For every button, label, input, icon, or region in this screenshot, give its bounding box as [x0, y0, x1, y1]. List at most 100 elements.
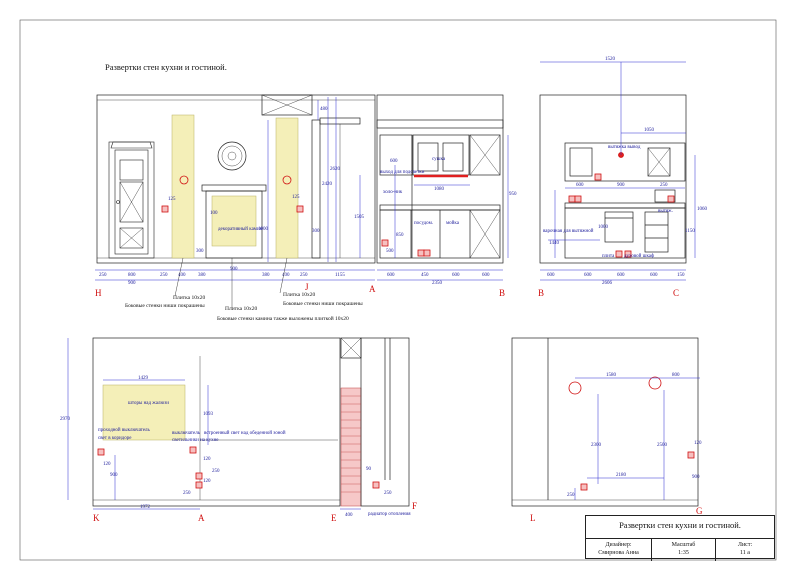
dim-hj-8: 250 — [300, 273, 308, 278]
sheet-label: Лист: — [737, 542, 753, 548]
ceiling-box — [261, 94, 313, 116]
dim-hj-v4: 1505 — [354, 215, 365, 220]
label-lights: выключатель — [172, 431, 201, 436]
dim-lg-bottom: 2180 — [616, 473, 627, 478]
designer-name: Смирнова Анна — [598, 550, 639, 556]
dim-hj-9: 900 — [128, 281, 136, 286]
dim-bc-total: 2606 — [602, 281, 613, 286]
elevation-b-c — [539, 94, 687, 264]
radiator-column — [340, 387, 362, 507]
scale-cell: Масштаб 1:35 — [652, 539, 716, 561]
title-block-title: Развертки стен кухни и гостиной. — [619, 520, 741, 530]
outlet-markers-lg — [580, 451, 695, 491]
dim-bc-top3: 600 — [576, 183, 584, 188]
sheet-heading: Развертки стен кухни и гостиной. — [105, 62, 227, 72]
label-radiator: радиатор отопления — [368, 512, 411, 517]
dim-hj-v1: 480 — [320, 107, 328, 112]
dimension-lines-ka — [67, 338, 361, 510]
door — [108, 141, 155, 259]
dim-ef-v2: 250 — [384, 491, 392, 496]
letter-g: G — [696, 506, 703, 516]
label-fridge: холо-ник — [383, 190, 403, 195]
label-passage: проходной выключатель — [98, 428, 151, 433]
tile-label-3: Плитка 10х20 — [283, 292, 315, 298]
letter-h: H — [95, 288, 102, 298]
letter-b-top: B — [499, 288, 505, 298]
label-oven: духовой шкаф — [624, 254, 655, 259]
tile-note-3: Боковые стенки ниши покрашены — [283, 301, 363, 307]
label-hood-bc: вытяж. — [658, 209, 673, 214]
window-blinds — [102, 384, 186, 441]
dimension-lines-lg — [574, 377, 700, 500]
hood-box — [654, 189, 676, 203]
dim-hj-v9: 300 — [312, 229, 320, 234]
dim-bc-top2: 1050 — [644, 128, 655, 133]
tile-niche-1 — [171, 114, 195, 259]
dim-hj-1: 250 — [99, 273, 107, 278]
elevation-l-g — [511, 337, 699, 507]
upper-cabinet-1 — [379, 134, 413, 176]
dim-ab-1: 600 — [387, 273, 395, 278]
upper-cabinet-2 — [412, 134, 470, 176]
label-spots: встроенный свет над обеденной зоной — [204, 431, 286, 436]
dim-lg-v1: 2300 — [591, 443, 602, 448]
dim-lg-v2: 2500 — [657, 443, 668, 448]
label-hood: сушка — [432, 157, 446, 162]
tile-label-1: Плитка 10х20 — [173, 295, 205, 301]
letter-l: L — [530, 513, 536, 523]
dim-ab-top1: 600 — [390, 159, 398, 164]
dim-bc-5: 150 — [677, 273, 685, 278]
dim-bc-2: 600 — [584, 273, 592, 278]
label-plate: плита — [602, 254, 615, 259]
letter-j: J — [305, 282, 309, 292]
dim-ka-v6: 120 — [203, 457, 211, 462]
dim-bc-v2: 1150 — [685, 229, 695, 234]
dim-hj-10: 900 — [230, 267, 238, 272]
dim-hj-6: 380 — [262, 273, 270, 278]
dim-lg-v5: 250 — [567, 493, 575, 498]
wall-outline-hj — [96, 94, 376, 264]
dim-ka-v7: 120 — [203, 479, 211, 484]
letter-f: F — [412, 501, 417, 511]
wall-outline-bc — [539, 94, 687, 264]
label-lighting: выход для подсветки — [380, 170, 425, 175]
dim-ef-v1: 90 — [366, 467, 372, 472]
dim-bc-top4: 900 — [617, 183, 625, 188]
dim-lg-v3: 120 — [694, 441, 702, 446]
dim-ka-v8: 250 — [212, 469, 220, 474]
decorative-fireplace — [201, 141, 267, 259]
letter-b-right: B — [538, 288, 544, 298]
dim-hj-11: 1155 — [335, 273, 345, 278]
dim-hj-v5: 1000 — [258, 227, 269, 232]
designer-cell: Дизайнер: Смирнова Анна — [586, 539, 652, 561]
dim-bc-v1: 1060 — [697, 207, 708, 212]
dim-ka-top: 1429 — [138, 376, 149, 381]
dim-lg-top2: 800 — [672, 373, 680, 378]
scale-label: Масштаб — [671, 542, 696, 548]
dim-hj-v7: 125 — [292, 195, 300, 200]
radiator-stripes — [341, 395, 361, 493]
title-block: Развертки стен кухни и гостиной. Дизайне… — [585, 515, 775, 561]
dim-ab-top2: 1080 — [434, 187, 445, 192]
dim-hj-5: 380 — [198, 273, 206, 278]
dim-ka-v2: 1093 — [203, 412, 214, 417]
sheet-number-cell: Лист: 11 а — [716, 539, 774, 561]
dim-bc-top1: 1520 — [605, 57, 616, 62]
letter-c: C — [673, 288, 679, 298]
dim-hj-v2: 2420 — [322, 182, 333, 187]
label-dishwasher: посудом. — [414, 221, 433, 226]
dim-hj-7: 400 — [282, 273, 290, 278]
dim-ab-4: 600 — [482, 273, 490, 278]
dim-bc-3: 600 — [617, 273, 625, 278]
dim-bc-1: 600 — [547, 273, 555, 278]
letter-a-top: A — [369, 284, 376, 294]
dim-ka-v5: 250 — [183, 491, 191, 496]
ceiling-lights-lg — [568, 376, 662, 395]
dimension-lines-hj — [95, 97, 375, 281]
dim-ka-v3: 900 — [110, 473, 118, 478]
scale-value: 1:35 — [678, 550, 689, 556]
title-block-row: Дизайнер: Смирнова Анна Масштаб 1:35 Лис… — [586, 538, 774, 561]
dim-ab-v1: 950 — [509, 192, 517, 197]
fireplace-label: декоративный камин — [218, 227, 263, 232]
